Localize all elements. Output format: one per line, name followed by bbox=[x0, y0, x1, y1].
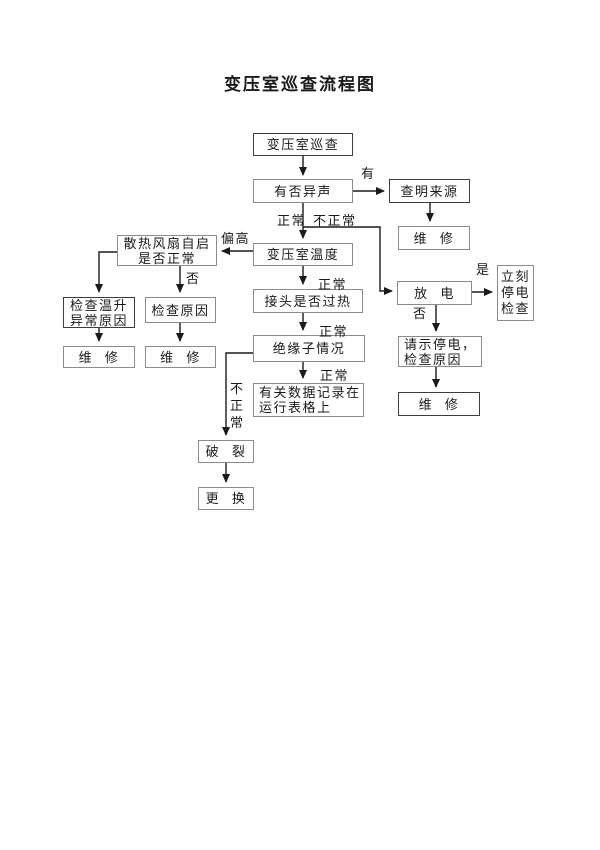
node-repair-cause: 维 修 bbox=[145, 346, 216, 368]
node-repair-rise: 维 修 bbox=[63, 346, 135, 368]
edge-label-yes-sound: 有 bbox=[361, 166, 376, 181]
node-ask-stop-power: 请示停电， 检查原因 bbox=[398, 336, 482, 367]
node-joint-overheat: 接头是否过热 bbox=[253, 289, 363, 313]
node-sound-check: 有否异声 bbox=[253, 179, 353, 203]
edge-label-temp-normal: 正常 bbox=[318, 277, 348, 292]
node-record-data: 有关数据记录在 运行表格上 bbox=[253, 383, 364, 417]
edge-sound-discharge bbox=[303, 226, 393, 295]
node-stop-immediately: 立刻 停电 检查 bbox=[497, 265, 534, 321]
edge-label-joint-normal: 正常 bbox=[319, 324, 349, 339]
node-crack: 破 裂 bbox=[198, 440, 254, 463]
node-check-cause: 检查原因 bbox=[145, 297, 216, 323]
edge-fan-causerise bbox=[95, 251, 117, 293]
node-replace: 更 换 bbox=[198, 487, 254, 510]
edge-label-normal-sound: 正常 bbox=[277, 213, 307, 228]
edge-label-insulator-normal: 正常 bbox=[320, 368, 350, 383]
page-title: 变压室巡查流程图 bbox=[224, 75, 376, 94]
node-start: 变压室巡查 bbox=[253, 133, 353, 156]
edge-label-discharge-yes: 是 bbox=[476, 262, 491, 277]
node-check-temp-rise-cause: 检查温升 异常原因 bbox=[63, 297, 135, 328]
edge-insulator-crack bbox=[222, 352, 253, 436]
edge-label-fan-no: 否 bbox=[186, 271, 201, 286]
edge-label-high-temp: 偏高 bbox=[221, 231, 251, 246]
edge-label-discharge-no: 否 bbox=[413, 306, 428, 321]
node-repair-source: 维 修 bbox=[398, 226, 470, 250]
node-repair-discharge: 维 修 bbox=[398, 392, 480, 416]
node-insulator-condition: 绝缘子情况 bbox=[253, 335, 365, 362]
edge-label-insulator-abnormal: 不正常 bbox=[230, 381, 245, 430]
node-room-temperature: 变压室温度 bbox=[253, 243, 353, 266]
node-discharge: 放 电 bbox=[397, 281, 472, 305]
node-find-source: 查明来源 bbox=[389, 179, 470, 203]
edge-label-abnormal-sound: 不正常 bbox=[313, 213, 357, 228]
node-cooling-fan: 散热风扇自启 是否正常 bbox=[117, 235, 217, 266]
